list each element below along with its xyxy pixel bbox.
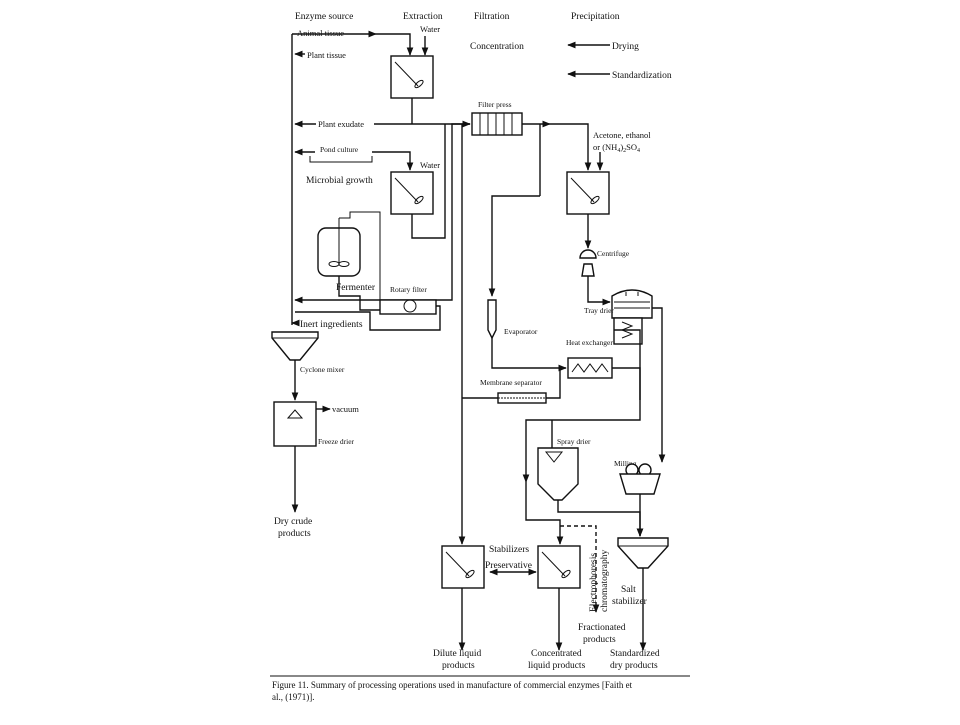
caption-line-1: Figure 11. Summary of processing operati… bbox=[272, 680, 633, 690]
centrifuge-top bbox=[579, 249, 597, 259]
label-preservative: Preservative bbox=[485, 561, 532, 571]
freeze-drier bbox=[273, 401, 317, 447]
label-concentrated-2: liquid products bbox=[528, 661, 586, 671]
label-pond-culture: Pond culture bbox=[320, 145, 359, 154]
to-heat-exchanger bbox=[491, 338, 567, 372]
label-membrane-separator: Membrane separator bbox=[480, 378, 542, 387]
label-fractionated-1: Fractionated bbox=[578, 623, 626, 633]
agitator-1-blade bbox=[414, 79, 424, 89]
pond-to-extractor bbox=[372, 151, 414, 171]
label-concentrated-1: Concentrated bbox=[531, 649, 582, 659]
label-tray-drier: Tray drier bbox=[584, 306, 614, 315]
label-dry-crude-2: products bbox=[278, 529, 311, 539]
evaporator bbox=[487, 299, 497, 340]
label-dry-crude-1: Dry crude bbox=[274, 517, 312, 527]
label-fermenter: Fermenter bbox=[336, 283, 376, 293]
label-rotary-filter: Rotary filter bbox=[390, 285, 427, 294]
label-acetone-line2: or (NH4)2SO4 bbox=[593, 142, 640, 154]
to-precipitation-line bbox=[550, 123, 592, 171]
label-chromatography: chromatography bbox=[600, 549, 610, 612]
label-water-1: Water bbox=[420, 24, 440, 34]
to-concentrated-mixer bbox=[525, 482, 564, 545]
label-dilute-2: products bbox=[442, 661, 475, 671]
label-cyclone-mixer: Cyclone mixer bbox=[300, 365, 345, 374]
label-standardized-1: Standardized bbox=[610, 649, 660, 659]
label-fractionated-2: products bbox=[583, 635, 616, 645]
agitator-1-shaft bbox=[394, 61, 419, 87]
tray-drier bbox=[611, 289, 653, 319]
label-stabilizers: Stabilizers bbox=[489, 545, 529, 555]
label-standardized-2: dry products bbox=[610, 661, 658, 671]
label-vacuum: vacuum bbox=[332, 404, 359, 414]
header-extraction: Extraction bbox=[403, 12, 443, 22]
header-drying: Drying bbox=[612, 42, 639, 52]
extract-2-return bbox=[411, 124, 446, 239]
to-evaporator-line bbox=[488, 195, 540, 297]
label-acetone-line1: Acetone, ethanol bbox=[593, 130, 651, 140]
header-filtration: Filtration bbox=[474, 12, 510, 22]
heat-exchanger-out bbox=[522, 367, 641, 483]
label-plant-exudate: Plant exudate bbox=[318, 119, 364, 129]
rotary-return bbox=[295, 305, 441, 331]
spray-drier bbox=[537, 447, 579, 501]
to-fractionation-dashed bbox=[560, 525, 600, 613]
filter-return-line bbox=[294, 123, 470, 304]
precipitation-tank bbox=[566, 171, 610, 215]
label-plant-tissue: Plant tissue bbox=[307, 50, 346, 60]
to-milling bbox=[652, 307, 666, 463]
cyclone-mixer bbox=[271, 331, 319, 361]
membrane-out bbox=[546, 368, 561, 399]
label-microbial-growth: Microbial growth bbox=[306, 176, 373, 186]
label-electrophoresis: Electrophoresis bbox=[589, 553, 599, 612]
header-enzyme-source: Enzyme source bbox=[295, 12, 353, 22]
pond-basin bbox=[309, 156, 373, 163]
fermenter-feed bbox=[339, 211, 381, 300]
spray-to-standardizer bbox=[557, 500, 644, 537]
label-milling: Milling bbox=[614, 459, 637, 468]
label-freeze-drier: Freeze drier bbox=[318, 437, 355, 446]
label-evaporator: Evaporator bbox=[504, 327, 538, 336]
salt-stabilizer-mixer bbox=[617, 537, 669, 569]
label-heat-exchanger: Heat exchanger bbox=[566, 338, 613, 347]
animal-to-extractor bbox=[376, 33, 414, 56]
label-filter-press: Filter press bbox=[478, 100, 512, 109]
label-water-2: Water bbox=[420, 160, 440, 170]
header-standardization: Standardization bbox=[612, 71, 672, 81]
label-animal-tissue: Animal tissue bbox=[297, 28, 344, 38]
mill-hopper bbox=[619, 473, 661, 495]
extraction-tank-1 bbox=[390, 55, 434, 99]
header-precipitation: Precipitation bbox=[571, 12, 620, 22]
to-tray-drier bbox=[587, 276, 611, 306]
label-inert-ingredients: Inert ingredients bbox=[300, 320, 363, 330]
label-stabilizer: stabilizer bbox=[612, 597, 648, 607]
caption-line-2: al., (1971)]. bbox=[272, 692, 315, 702]
label-centrifuge: Centrifuge bbox=[597, 249, 630, 258]
extraction-tank-2 bbox=[390, 171, 434, 215]
label-spray-drier: Spray drier bbox=[557, 437, 591, 446]
header-concentration: Concentration bbox=[470, 42, 524, 52]
concentrated-mixer-tank bbox=[537, 545, 581, 589]
label-salt: Salt bbox=[621, 585, 636, 595]
centrifuge-bottom bbox=[581, 263, 595, 277]
fermenter-to-rotary bbox=[338, 276, 380, 311]
label-dilute-1: Dilute liquid bbox=[433, 649, 482, 659]
tray-drier-heater bbox=[613, 317, 643, 345]
dilute-mixer-tank bbox=[441, 545, 485, 589]
